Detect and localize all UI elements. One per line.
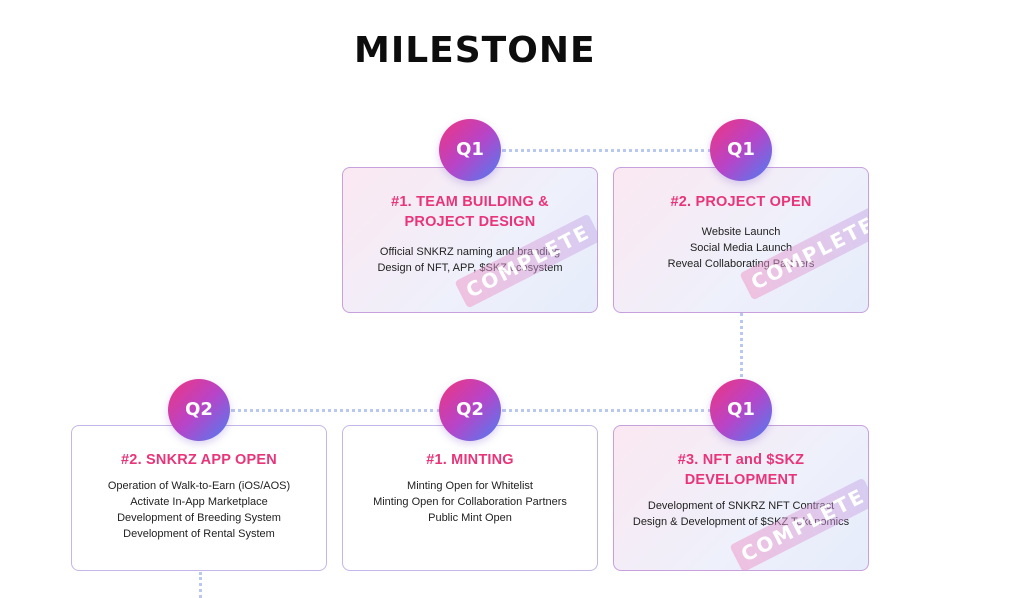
page-title: MILESTONE bbox=[354, 30, 596, 71]
milestone-items: Operation of Walk-to-Earn (iOS/AOS) Acti… bbox=[72, 478, 326, 542]
milestone-item: Public Mint Open bbox=[428, 512, 512, 524]
milestone-item: Website Launch bbox=[701, 226, 781, 238]
connector-line bbox=[740, 313, 743, 383]
quarter-badge: Q2 bbox=[168, 379, 230, 441]
milestone-title: #3. NFT and $SKZ DEVELOPMENT bbox=[677, 452, 805, 488]
milestone-card-minting: #1. MINTING Minting Open for Whitelist M… bbox=[342, 425, 598, 571]
milestone-card-nft-skz: #3. NFT and $SKZ DEVELOPMENT Development… bbox=[613, 425, 869, 571]
milestone-title: #1. MINTING bbox=[426, 452, 514, 468]
quarter-badge: Q2 bbox=[439, 379, 501, 441]
milestone-card-project-open: #2. PROJECT OPEN Website Launch Social M… bbox=[613, 167, 869, 313]
milestone-title: #2. SNKRZ APP OPEN bbox=[121, 452, 277, 468]
milestone-item: Development of Rental System bbox=[123, 528, 275, 540]
milestone-items: Website Launch Social Media Launch Revea… bbox=[614, 224, 868, 272]
connector-line bbox=[231, 409, 441, 412]
milestone-item: Activate In-App Marketplace bbox=[130, 496, 268, 508]
milestone-item: Development of SNKRZ NFT Contract bbox=[647, 500, 835, 512]
connector-line bbox=[502, 409, 712, 412]
milestone-title: #2. PROJECT OPEN bbox=[670, 194, 812, 210]
milestone-item: Minting Open for Whitelist bbox=[407, 480, 533, 492]
quarter-badge: Q1 bbox=[710, 119, 772, 181]
milestone-title: #1. TEAM BUILDING & PROJECT DESIGN bbox=[391, 194, 549, 230]
milestone-item: Minting Open for Collaboration Partners bbox=[373, 496, 567, 508]
connector-line bbox=[199, 572, 202, 598]
milestone-items: Minting Open for Whitelist Minting Open … bbox=[343, 478, 597, 526]
quarter-badge: Q1 bbox=[710, 379, 772, 441]
milestone-card-app-open: #2. SNKRZ APP OPEN Operation of Walk-to-… bbox=[71, 425, 327, 571]
milestone-card-team-building: #1. TEAM BUILDING & PROJECT DESIGN Offic… bbox=[342, 167, 598, 313]
quarter-badge: Q1 bbox=[439, 119, 501, 181]
milestone-item: Operation of Walk-to-Earn (iOS/AOS) bbox=[107, 480, 291, 492]
milestone-item: Social Media Launch bbox=[689, 242, 793, 254]
milestone-item: Development of Breeding System bbox=[117, 512, 281, 524]
connector-line bbox=[502, 149, 712, 152]
